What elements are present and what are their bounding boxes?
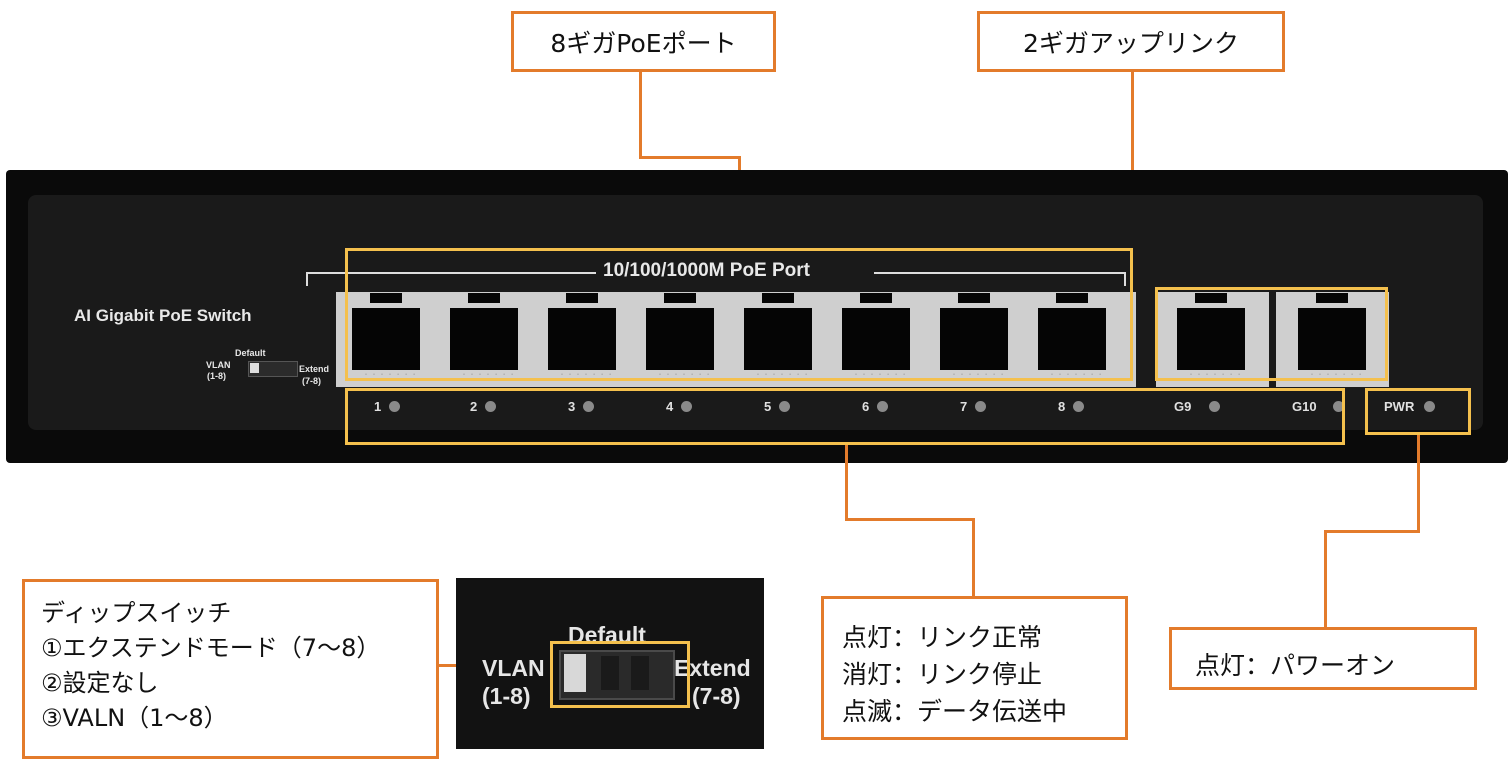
led-label-5: 5 — [764, 399, 772, 414]
switch-device: AI Gigabit PoE Switch Default VLAN (1-8)… — [6, 170, 1508, 463]
pwr-connector-line-v1 — [1417, 435, 1420, 533]
led-label-g9: G9 — [1174, 399, 1192, 414]
dip-switch-closeup: Default VLAN (1-8) Extend (7-8) — [456, 578, 764, 749]
dip-vlan-label: VLAN — [206, 360, 231, 370]
led-label-8: 8 — [1058, 399, 1066, 414]
uplink-callout-text: 2ギガアップリンク — [1023, 28, 1239, 58]
dip-callout-line-1: ディップスイッチ — [41, 599, 232, 627]
led-status-callout: 点灯：リンク正常 消灯：リンク停止 点滅：データ伝送中 — [821, 596, 1128, 740]
led-pwr — [1424, 401, 1435, 412]
poe-port-6[interactable]: ....... — [831, 293, 921, 384]
led-connector-line-v2 — [972, 518, 975, 596]
dip-callout-line-2: ①エクステンドモード（7～8） — [41, 634, 381, 662]
led-label-7: 7 — [960, 399, 968, 414]
led-port-4 — [681, 401, 692, 412]
pwr-connector-line-v2 — [1324, 530, 1327, 628]
led-port-2 — [485, 401, 496, 412]
led-label-2: 2 — [470, 399, 478, 414]
port-group-label: 10/100/1000M PoE Port — [603, 260, 810, 281]
closeup-vlan-label: VLAN — [482, 655, 545, 681]
led-label-6: 6 — [862, 399, 870, 414]
dip-extend-range: (7-8) — [302, 376, 322, 386]
uplink-port-g9[interactable]: ....... — [1166, 293, 1256, 384]
highlight-uplink-ports — [1155, 287, 1388, 381]
pwr-callout: 点灯：パワーオン — [1169, 627, 1477, 690]
closeup-extend-range: (7-8) — [692, 683, 741, 709]
closeup-switch-slot-3 — [631, 656, 649, 690]
led-label-1: 1 — [374, 399, 382, 414]
highlight-pwr-led — [1365, 388, 1471, 435]
led-connector-line-v1 — [845, 445, 848, 521]
uplink-connector-line-v1 — [1131, 72, 1134, 180]
poe-connector-line-h — [639, 156, 741, 159]
closeup-switch-knob — [564, 654, 586, 692]
led-label-4: 4 — [666, 399, 674, 414]
closeup-highlight — [550, 641, 690, 708]
pwr-callout-text: 点灯：パワーオン — [1195, 651, 1396, 680]
highlight-port-leds — [345, 388, 1345, 445]
poe-port-8[interactable]: ....... — [1027, 293, 1117, 384]
dip-switch-knob — [250, 363, 259, 373]
led-status-line-2: 消灯：リンク停止 — [842, 660, 1043, 689]
port-group-bracket-right — [874, 272, 1126, 274]
led-port-6 — [877, 401, 888, 412]
poe-port-1[interactable]: ....... — [341, 293, 431, 384]
uplink-port-g10[interactable]: ....... — [1287, 293, 1377, 384]
dip-switch-callout: ディップスイッチ ①エクステンドモード（7～8） ②設定なし ③VALN（1～8… — [22, 579, 439, 759]
closeup-extend-label: Extend — [674, 655, 751, 681]
uplink-callout: 2ギガアップリンク — [977, 11, 1285, 72]
led-label-g10: G10 — [1292, 399, 1317, 414]
closeup-vlan-range: (1-8) — [482, 683, 531, 709]
poe-port-5[interactable]: ....... — [733, 293, 823, 384]
led-connector-line-h — [845, 518, 975, 521]
led-port-7 — [975, 401, 986, 412]
led-label-3: 3 — [568, 399, 576, 414]
closeup-switch-slot-2 — [601, 656, 619, 690]
led-port-8 — [1073, 401, 1084, 412]
led-port-g9 — [1209, 401, 1220, 412]
led-label-pwr: PWR — [1384, 399, 1415, 414]
poe-port-4[interactable]: ....... — [635, 293, 725, 384]
poe-ports-callout-text: 8ギガPoEポート — [550, 28, 737, 58]
port-group-bracket-right-tick — [1124, 272, 1126, 286]
dip-callout-line-3: ②設定なし — [41, 669, 159, 697]
led-port-3 — [583, 401, 594, 412]
poe-ports-callout: 8ギガPoEポート — [511, 11, 776, 72]
poe-port-3[interactable]: ....... — [537, 293, 627, 384]
led-status-line-3: 点滅：データ伝送中 — [842, 697, 1068, 726]
pwr-connector-line-h — [1324, 530, 1420, 533]
led-port-5 — [779, 401, 790, 412]
poe-port-7[interactable]: ....... — [929, 293, 1019, 384]
poe-port-2[interactable]: ....... — [439, 293, 529, 384]
dip-default-label: Default — [235, 348, 266, 358]
dip-extend-label: Extend — [299, 364, 330, 374]
poe-connector-line-v1 — [639, 72, 642, 158]
dip-vlan-range: (1-8) — [207, 371, 227, 381]
dip-callout-line-4: ③VALN（1～8） — [41, 704, 228, 732]
highlight-poe-ports — [345, 248, 1133, 381]
model-name: AI Gigabit PoE Switch — [74, 306, 252, 325]
led-status-line-1: 点灯：リンク正常 — [842, 623, 1043, 652]
port-group-bracket-left — [306, 272, 596, 274]
dip-switch[interactable] — [248, 361, 298, 377]
led-port-g10 — [1333, 401, 1344, 412]
led-port-1 — [389, 401, 400, 412]
port-group-bracket-left-tick — [306, 272, 308, 286]
